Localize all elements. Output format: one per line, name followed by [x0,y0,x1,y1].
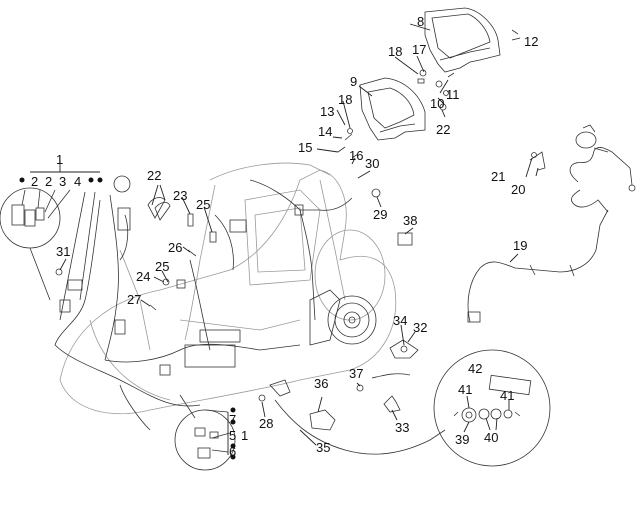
callout-25: 25 [196,197,210,212]
callout-7: 7 [229,412,236,427]
cable-35 [274,399,446,455]
callout-30: 30 [365,156,379,171]
callout-40: 40 [484,430,498,445]
callout-8: 8 [417,14,424,29]
relay-38 [397,232,413,246]
leader-lines [30,23,539,455]
connector-35 [269,379,291,397]
callout-16: 16 [349,148,363,163]
scooter-frame [59,162,397,415]
part-36 [309,409,336,431]
callout-29: 29 [373,207,387,222]
callout-26: 26 [168,240,182,255]
callout-17: 17 [412,42,426,57]
inset-connectors-bottom [174,394,236,471]
callout-27: 27 [127,292,141,307]
part-28 [258,394,266,402]
clip-37 [356,384,364,392]
callout-5: 5 [229,428,236,443]
kit-bullets [19,177,236,460]
clip-37-line [371,373,411,379]
callout-42: 42 [468,361,482,376]
callout-24: 24 [136,269,150,284]
callout-21: 21 [491,169,505,184]
callout-10: 10 [430,96,444,111]
callout-25: 25 [155,259,169,274]
callout-20: 20 [511,182,525,197]
callout-12: 12 [524,34,538,49]
callout-4: 4 [74,174,81,189]
callout-33: 33 [395,420,409,435]
wiring-harness [54,179,353,431]
inset-fuse-box [433,349,551,467]
callout-35: 35 [316,440,330,455]
ignition-cable [467,124,636,323]
callout-22: 22 [147,168,161,183]
callout-36: 36 [314,376,328,391]
callout-9: 9 [350,74,357,89]
callout-15: 15 [298,140,312,155]
callout-2: 2 [45,174,52,189]
callout-32: 32 [413,320,427,335]
callout-6: 6 [229,444,236,459]
callout-37: 37 [349,366,363,381]
bracket-32-34 [389,339,419,359]
callout-labels: 1 2 2 3 4 5 1 6 7 8 9 10 11 12 13 14 15 … [31,14,538,459]
callout-18: 18 [338,92,352,107]
callout-3: 3 [59,174,66,189]
mudguard-parts [359,7,501,141]
grommet-29 [371,188,381,198]
callout-28: 28 [259,416,273,431]
callout-1: 1 [241,428,248,443]
callout-13: 13 [320,104,334,119]
callout-31: 31 [56,244,70,259]
callout-41: 41 [500,388,514,403]
engine-rotor [309,289,377,346]
callout-1: 1 [56,152,63,167]
fender-fasteners [337,29,519,159]
callout-11: 11 [446,87,460,102]
part-33 [383,395,401,413]
callout-41: 41 [458,382,472,397]
callout-39: 39 [455,432,469,447]
callout-19: 19 [513,238,527,253]
callout-18: 18 [388,44,402,59]
callout-14: 14 [318,124,332,139]
callout-2: 2 [31,174,38,189]
callout-34: 34 [393,313,407,328]
callout-38: 38 [403,213,417,228]
ring-22 [113,175,171,221]
callout-23: 23 [173,188,187,203]
callout-22: 22 [436,122,450,137]
inset-connectors-top-left [0,187,96,321]
bracket-20-21 [529,151,546,171]
